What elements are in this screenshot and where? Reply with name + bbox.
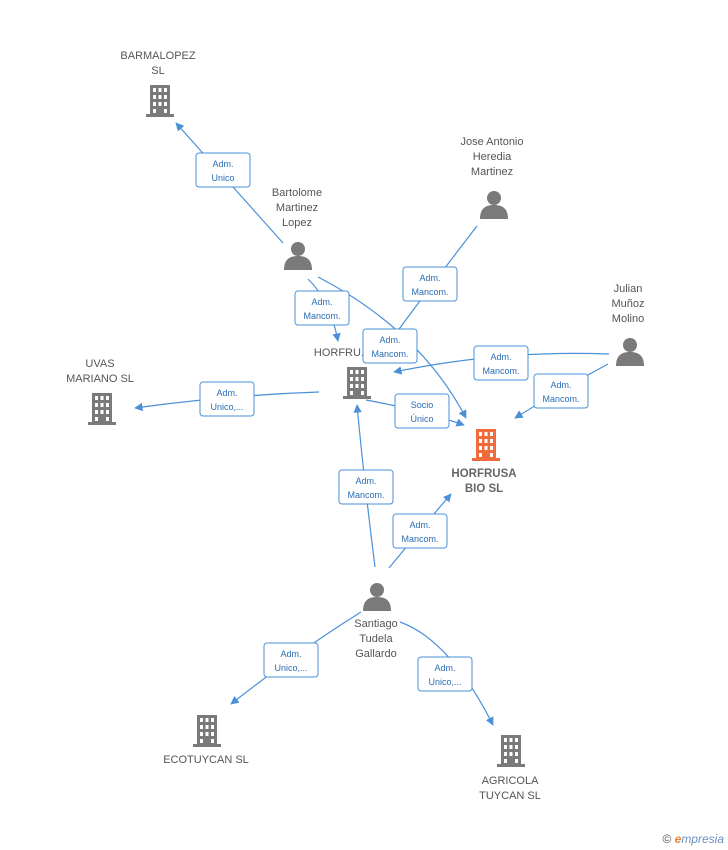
brand-watermark: © empresia [662,832,724,846]
edge-label-santiago-to-agricola[interactable]: Adm. Unico,... [417,656,473,692]
brand-logo-initial: e [674,832,682,846]
edge-label-text: Unico [211,173,234,183]
edge-label-text: Adm. [409,520,430,530]
edge-labels-layer: Adm.UnicoAdm.Mancom.Adm.Mancom.Adm.Manco… [195,152,589,692]
edge-label-santiago-to-ecotuycan[interactable]: Adm. Unico,... [263,642,319,678]
edge-label-text: Unico,... [428,677,461,687]
edge-label-bartolome-to-horfrusabio[interactable]: Adm. Mancom. [362,328,418,364]
node-label: Lopez [282,217,312,229]
edge-label-text: Unico,... [274,663,307,673]
node-label: Jose Antonio [461,136,524,148]
edge-label-santiago-to-horfrusabio[interactable]: Adm. Mancom. [392,513,448,549]
person-icon [480,191,508,219]
copyright-symbol: © [662,832,672,846]
edge-label-text: Adm. [490,352,511,362]
node-label: HORFRU... [314,347,370,359]
edge-label-bartolome-to-barmalopez[interactable]: Adm. Unico [195,152,251,188]
edge-label-text: Adm. [216,388,237,398]
person-icon [363,583,391,611]
edge-label-box [195,152,251,188]
node-horfrusa[interactable]: HORFRU... [314,347,371,399]
edge-label-horfrusa-to-uvas[interactable]: Adm. Unico,... [199,381,255,417]
edge-label-julian-to-horfrusabio[interactable]: Adm. Mancom. [533,373,589,409]
edge-label-text: Unico,... [210,402,243,412]
node-label: TUYCAN SL [479,790,541,802]
edge-label-text: Adm. [419,273,440,283]
node-label: ECOTUYCAN SL [163,754,249,766]
edge-label-box [362,328,418,364]
person-icon [284,242,312,270]
node-uvas[interactable]: UVAS MARIANO SL [66,358,134,425]
building-icon [146,85,174,117]
edge-label-text: Adm. [434,663,455,673]
edge-label-text: Adm. [355,476,376,486]
node-label: Martinez [276,202,318,214]
brand-logo-text: mpresia [681,832,724,846]
edge-label-text: Adm. [311,297,332,307]
node-ecotuycan[interactable]: ECOTUYCAN SL [163,715,249,766]
node-label: BARMALOPEZ [120,50,195,62]
node-label: Julian [614,283,643,295]
building-icon [193,715,221,747]
edge-label-text: Adm. [550,380,571,390]
node-label: Bartolome [272,187,322,199]
edge-label-santiago-to-horfrusa[interactable]: Adm. Mancom. [338,469,394,505]
node-label: Gallardo [355,648,397,660]
node-label: HORFRUSA [451,468,516,480]
node-label: SL [151,65,164,77]
edge-label-text: Adm. [379,335,400,345]
edge-label-box [402,266,458,302]
edge-label-text: Mancom. [303,311,340,321]
edge-label-text: Mancom. [482,366,519,376]
node-label: Muñoz [611,298,644,310]
edge-label-box [473,345,529,381]
node-label: Tudela [359,633,393,645]
node-label: AGRICOLA [482,775,540,787]
building-icon [497,735,525,767]
edge-label-box [294,290,350,326]
edge-label-text: Mancom. [411,287,448,297]
edge-label-jose-to-horfrusabio[interactable]: Adm. Mancom. [402,266,458,302]
building-icon [472,429,500,461]
node-label: Santiago [354,618,397,630]
node-label: BIO SL [465,483,503,495]
building-icon [88,393,116,425]
edge-label-text: Mancom. [371,349,408,359]
edge-label-julian-to-horfrusa[interactable]: Adm. Mancom. [473,345,529,381]
edge-label-text: Mancom. [347,490,384,500]
edge-label-text: Adm. [280,649,301,659]
edge-label-box [199,381,255,417]
node-label: UVAS [85,358,114,370]
edge-label-box [263,642,319,678]
building-icon [343,367,371,399]
node-barmalopez[interactable]: BARMALOPEZ SL [120,50,196,117]
edge-label-bartolome-to-horfrusa[interactable]: Adm. Mancom. [294,290,350,326]
node-horfrusabio[interactable]: HORFRUSA BIO SL [451,429,517,495]
node-label: Molino [612,313,644,325]
node-label: MARIANO SL [66,373,134,385]
edge-label-box [394,393,450,429]
edge-label-box [392,513,448,549]
node-agricola[interactable]: AGRICOLA TUYCAN SL [479,735,541,802]
edge-label-text: Mancom. [401,534,438,544]
edge-label-text: Mancom. [542,394,579,404]
node-label: Martinez [471,166,513,178]
node-label: Heredia [473,151,512,163]
edge-label-box [417,656,473,692]
edge-label-text: Socio [411,400,434,410]
edge-label-text: Único [410,414,433,424]
person-icon [616,338,644,366]
edge-label-box [533,373,589,409]
edge-label-box [338,469,394,505]
edge-label-text: Adm. [212,159,233,169]
